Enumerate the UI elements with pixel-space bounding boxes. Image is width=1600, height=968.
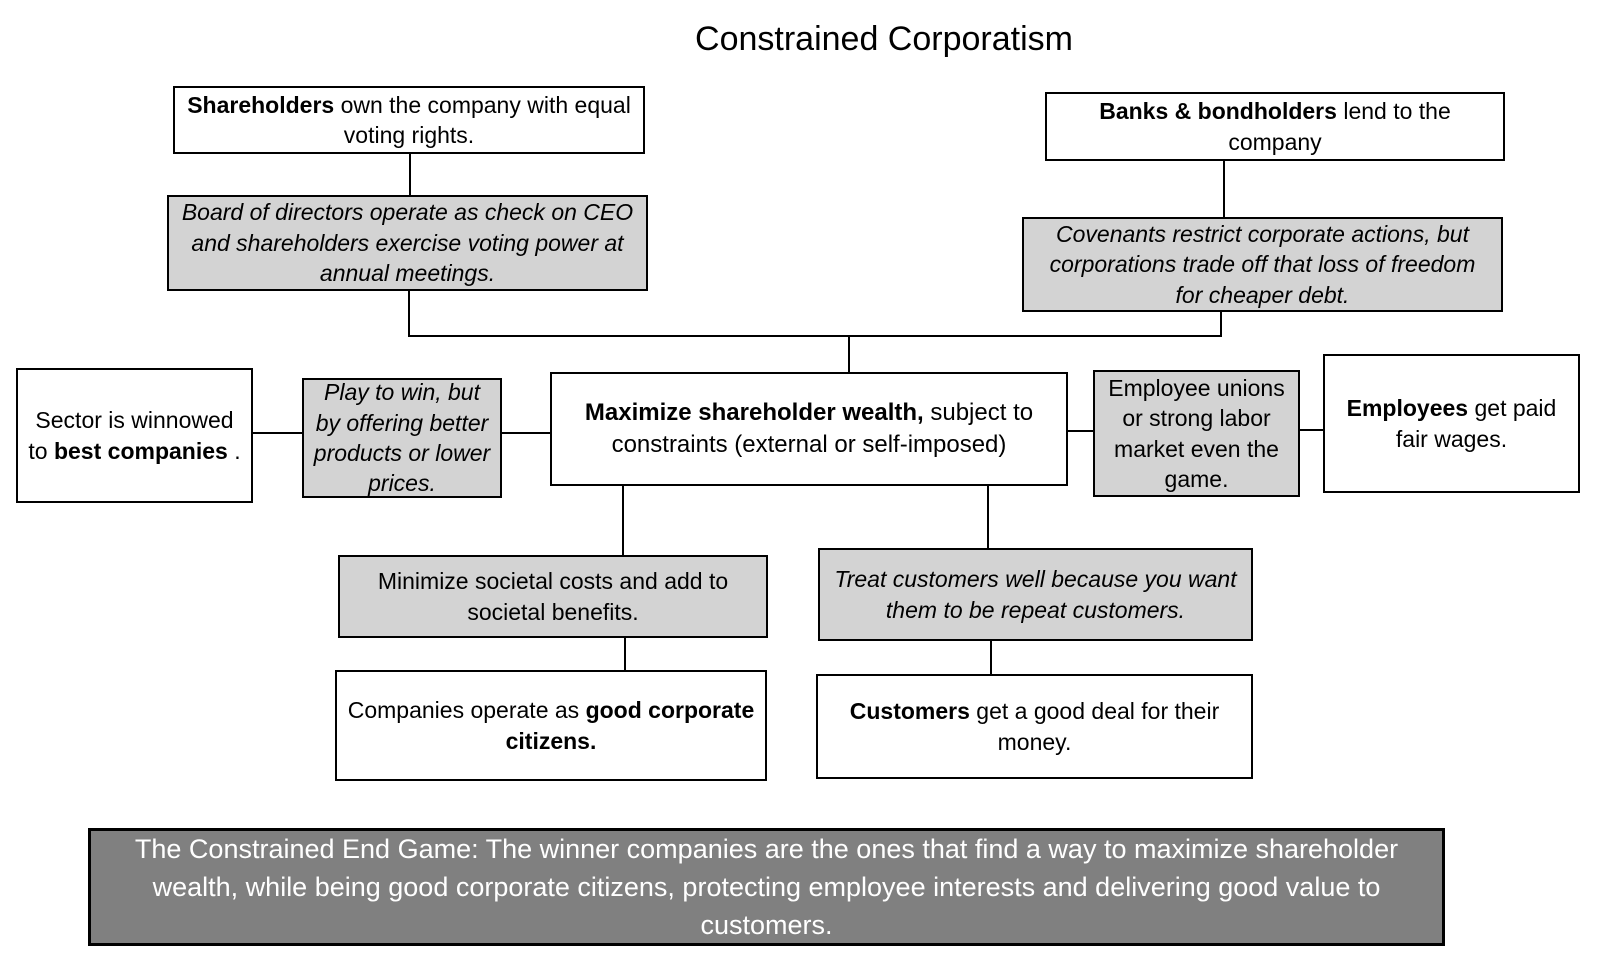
node-constrained-end-game: The Constrained End Game: The winner com… [88, 828, 1445, 946]
node-covenants: Covenants restrict corporate actions, bu… [1022, 217, 1503, 312]
node-maximize-shareholder-wealth: Maximize shareholder wealth, subject to … [550, 372, 1068, 486]
node-employee-unions-text: Employee unions or strong labor market e… [1101, 373, 1292, 494]
node-banks-bondholders-text: Banks & bondholders lend to the company [1057, 96, 1493, 157]
page-title: Constrained Corporatism [695, 20, 1073, 58]
text-segment: Banks & bondholders [1099, 98, 1337, 125]
text-segment: Companies operate as [347, 697, 586, 724]
text-segment: Minimize societal costs and add to socie… [377, 568, 729, 625]
text-segment: get paid fair wages. [1395, 395, 1557, 452]
node-covenants-text: Covenants restrict corporate actions, bu… [1034, 219, 1491, 310]
text-segment: best companies [53, 437, 228, 464]
node-maximize-shareholder-wealth-text: Maximize shareholder wealth, subject to … [562, 397, 1056, 460]
node-employees-fair-wages: Employees get paid fair wages. [1323, 354, 1580, 493]
node-employee-unions: Employee unions or strong labor market e… [1093, 370, 1300, 497]
node-good-corporate-citizens-text: Companies operate as good corporate citi… [347, 695, 755, 756]
text-segment: own the company with equal voting rights… [334, 91, 631, 148]
text-segment: Treat customers well because you want th… [834, 566, 1237, 623]
text-segment: Covenants restrict corporate actions, bu… [1049, 220, 1476, 308]
text-segment: . [227, 437, 241, 464]
text-segment: good corporate citizens. [505, 697, 755, 754]
node-minimize-societal-costs: Minimize societal costs and add to socie… [338, 555, 768, 638]
text-segment: Play to win, but by offering better prod… [313, 379, 491, 497]
node-board-of-directors-text: Board of directors operate as check on C… [179, 197, 636, 288]
text-segment: Sector is winnowed to [28, 407, 234, 464]
node-customers-good-deal-text: Customers get a good deal for their mone… [828, 696, 1241, 757]
node-sector-winnowed: Sector is winnowed to best companies . [16, 368, 253, 503]
node-banks-bondholders: Banks & bondholders lend to the company [1045, 92, 1505, 161]
text-segment: Employees [1346, 395, 1469, 422]
node-treat-customers-well-text: Treat customers well because you want th… [830, 564, 1241, 625]
text-segment: Customers [849, 698, 970, 725]
text-segment: get a good deal for their money. [969, 698, 1220, 755]
node-play-to-win: Play to win, but by offering better prod… [302, 378, 502, 498]
node-sector-winnowed-text: Sector is winnowed to best companies . [28, 405, 241, 466]
text-segment: lend to the company [1228, 98, 1451, 155]
node-constrained-end-game-text: The Constrained End Game: The winner com… [101, 830, 1432, 945]
text-segment: Employee unions or strong labor market e… [1108, 374, 1285, 492]
text-segment: The Constrained End Game: The winner com… [134, 833, 1399, 941]
text-segment: Board of directors operate as check on C… [181, 199, 634, 287]
node-shareholders-text: Shareholders own the company with equal … [185, 90, 633, 151]
text-segment: subject to constraints (external or self… [611, 399, 1034, 458]
node-board-of-directors: Board of directors operate as check on C… [167, 195, 648, 291]
node-minimize-societal-costs-text: Minimize societal costs and add to socie… [350, 566, 756, 627]
node-play-to-win-text: Play to win, but by offering better prod… [310, 377, 494, 498]
node-customers-good-deal: Customers get a good deal for their mone… [816, 674, 1253, 779]
node-employees-fair-wages-text: Employees get paid fair wages. [1335, 393, 1568, 454]
text-segment: Shareholders [187, 91, 335, 118]
node-shareholders: Shareholders own the company with equal … [173, 86, 645, 154]
node-good-corporate-citizens: Companies operate as good corporate citi… [335, 670, 767, 781]
node-treat-customers-well: Treat customers well because you want th… [818, 548, 1253, 641]
text-segment: Maximize shareholder wealth, [584, 399, 924, 427]
